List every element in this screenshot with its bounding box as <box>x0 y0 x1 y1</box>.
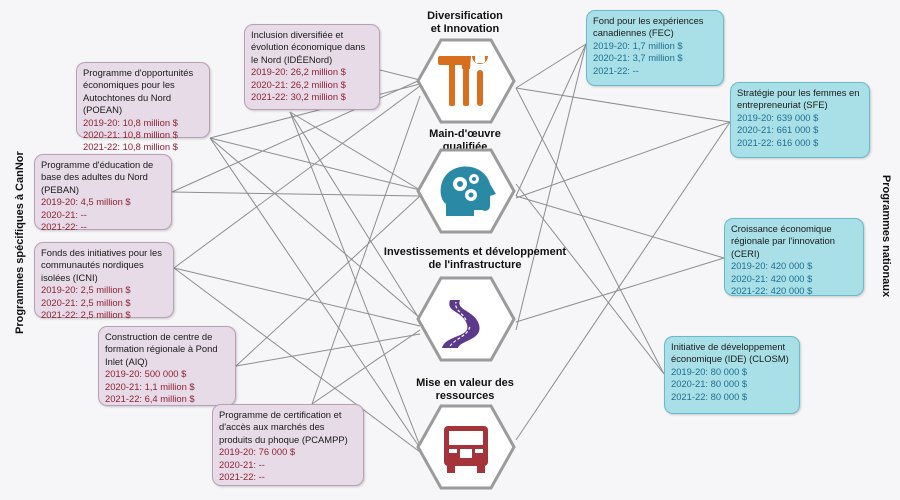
program-value: 2019-20: 80 000 $ <box>671 365 748 377</box>
connector-line <box>515 87 665 375</box>
program-value: 2021-22: 80 000 $ <box>671 390 748 402</box>
hex-infrastructure <box>416 276 516 362</box>
program-value: 2021-22: 10,8 million $ <box>83 141 178 153</box>
program-value: 2019-20: 26,2 million $ <box>251 66 346 78</box>
program-value: 2020-21: 80 000 $ <box>671 378 748 390</box>
connector-line <box>515 121 731 441</box>
program-box-peban: Programme d'éducation de base des adulte… <box>34 154 172 233</box>
program-title: Initiative de développement économique (… <box>671 341 789 365</box>
program-value: 2021-22: 420 000 $ <box>731 285 813 297</box>
road-icon <box>442 300 480 348</box>
program-box-aiq: Construction de centre de formation régi… <box>98 326 236 406</box>
program-value: 2021-22: -- <box>41 221 87 233</box>
connector-line <box>235 195 421 367</box>
program-value: 2020-21: 420 000 $ <box>731 272 813 284</box>
program-value: 2019-20: 2,5 million $ <box>41 284 131 296</box>
connector-line <box>311 95 421 405</box>
program-box-pcampp: Programme de certification et d'accès au… <box>212 404 364 486</box>
program-value: 2020-21: 10,8 million $ <box>83 129 178 141</box>
connector-line <box>515 183 665 375</box>
program-value: 2019-20: 1,7 million $ <box>593 39 683 51</box>
connector-line <box>515 43 587 89</box>
connector-line <box>209 137 421 319</box>
connector-line <box>171 191 421 197</box>
program-value: 2019-20: 76 000 $ <box>219 446 296 458</box>
connector-line <box>289 111 421 191</box>
connector-line <box>515 43 587 331</box>
program-box-poean: Programme d'opportunités économiques pou… <box>76 62 210 152</box>
program-value: 2020-21: 2,5 million $ <box>41 296 131 308</box>
connector-line <box>515 195 725 259</box>
truck-icon <box>444 426 488 473</box>
program-value: 2019-20: 4,5 million $ <box>41 196 131 208</box>
program-value: 2020-21: 661 000 $ <box>737 124 819 136</box>
program-title: Programme d'éducation de base des adulte… <box>41 159 154 195</box>
program-box-ide: Initiative de développement économique (… <box>664 336 800 414</box>
connector-line <box>173 267 421 327</box>
program-value: 2021-22: -- <box>593 64 639 76</box>
connector-line <box>289 111 421 447</box>
connector-line <box>173 85 421 269</box>
program-title: Construction de centre de formation régi… <box>105 331 218 367</box>
hex-workforce <box>416 148 516 234</box>
program-value: 2019-20: 500 000 $ <box>105 368 187 380</box>
program-box-ceri: Croissance économique régionale par l'in… <box>724 218 864 296</box>
connector-line <box>515 121 731 199</box>
hex-resources <box>416 404 516 490</box>
program-value: 2019-20: 639 000 $ <box>737 111 819 123</box>
connector-line <box>235 333 421 367</box>
program-box-icni: Fonds des initiatives pour les communaut… <box>34 242 174 321</box>
program-title: Programme de certification et d'accès au… <box>219 409 348 445</box>
program-box-ideenord: Inclusion diversifiée et évolution écono… <box>244 24 380 110</box>
connector-line <box>515 87 731 123</box>
connector-line <box>289 111 421 321</box>
program-box-fec: Fond pour les expériences canadiennes (F… <box>586 10 724 86</box>
program-value: 2021-22: 616 000 $ <box>737 136 819 148</box>
brain-gears-icon <box>440 166 496 216</box>
program-value: 2020-21: 3,7 million $ <box>593 52 683 64</box>
right-side-label: Programmes nationaux <box>880 174 892 298</box>
program-value: 2019-20: 10,8 million $ <box>83 116 178 128</box>
program-value: 2020-21: 1,1 million $ <box>105 380 195 392</box>
program-box-sfe: Stratégie pour les femmes en entrepreneu… <box>730 82 870 158</box>
connector-line <box>173 267 421 453</box>
program-value: 2020-21: -- <box>219 458 265 470</box>
left-side-label: Programmes spécifiques à CanNor <box>14 151 26 334</box>
hex-diversification <box>416 38 516 124</box>
program-title: Croissance économique régionale par l'in… <box>731 223 835 259</box>
program-title: Stratégie pour les femmes en entrepreneu… <box>737 87 860 111</box>
program-value: 2021-22: -- <box>219 471 265 483</box>
program-title: Inclusion diversifiée et évolution écono… <box>251 29 366 65</box>
connector-line <box>379 69 421 81</box>
tools-icon <box>438 56 488 106</box>
program-value: 2021-22: 30,2 million $ <box>251 91 346 103</box>
connector-line <box>209 83 421 139</box>
program-value: 2021-22: 2,5 million $ <box>41 309 131 321</box>
program-value: 2021-22: 6,4 million $ <box>105 393 195 405</box>
connector-line <box>515 43 587 197</box>
program-value: 2020-21: -- <box>41 208 87 220</box>
program-title: Fonds des initiatives pour les communaut… <box>41 247 162 283</box>
program-value: 2019-20: 420 000 $ <box>731 260 813 272</box>
connector-line <box>311 329 421 405</box>
program-title: Fond pour les expériences canadiennes (F… <box>593 15 704 39</box>
program-title: Programme d'opportunités économiques pou… <box>83 67 194 116</box>
program-value: 2020-21: 26,2 million $ <box>251 78 346 90</box>
